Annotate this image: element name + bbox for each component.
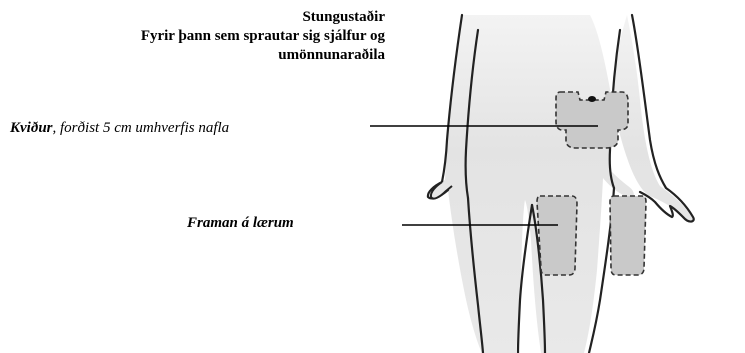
body-outline bbox=[428, 15, 694, 353]
navel bbox=[588, 96, 596, 102]
left-thigh-injection-zone bbox=[537, 196, 577, 275]
right-thigh-injection-zone bbox=[610, 196, 646, 275]
